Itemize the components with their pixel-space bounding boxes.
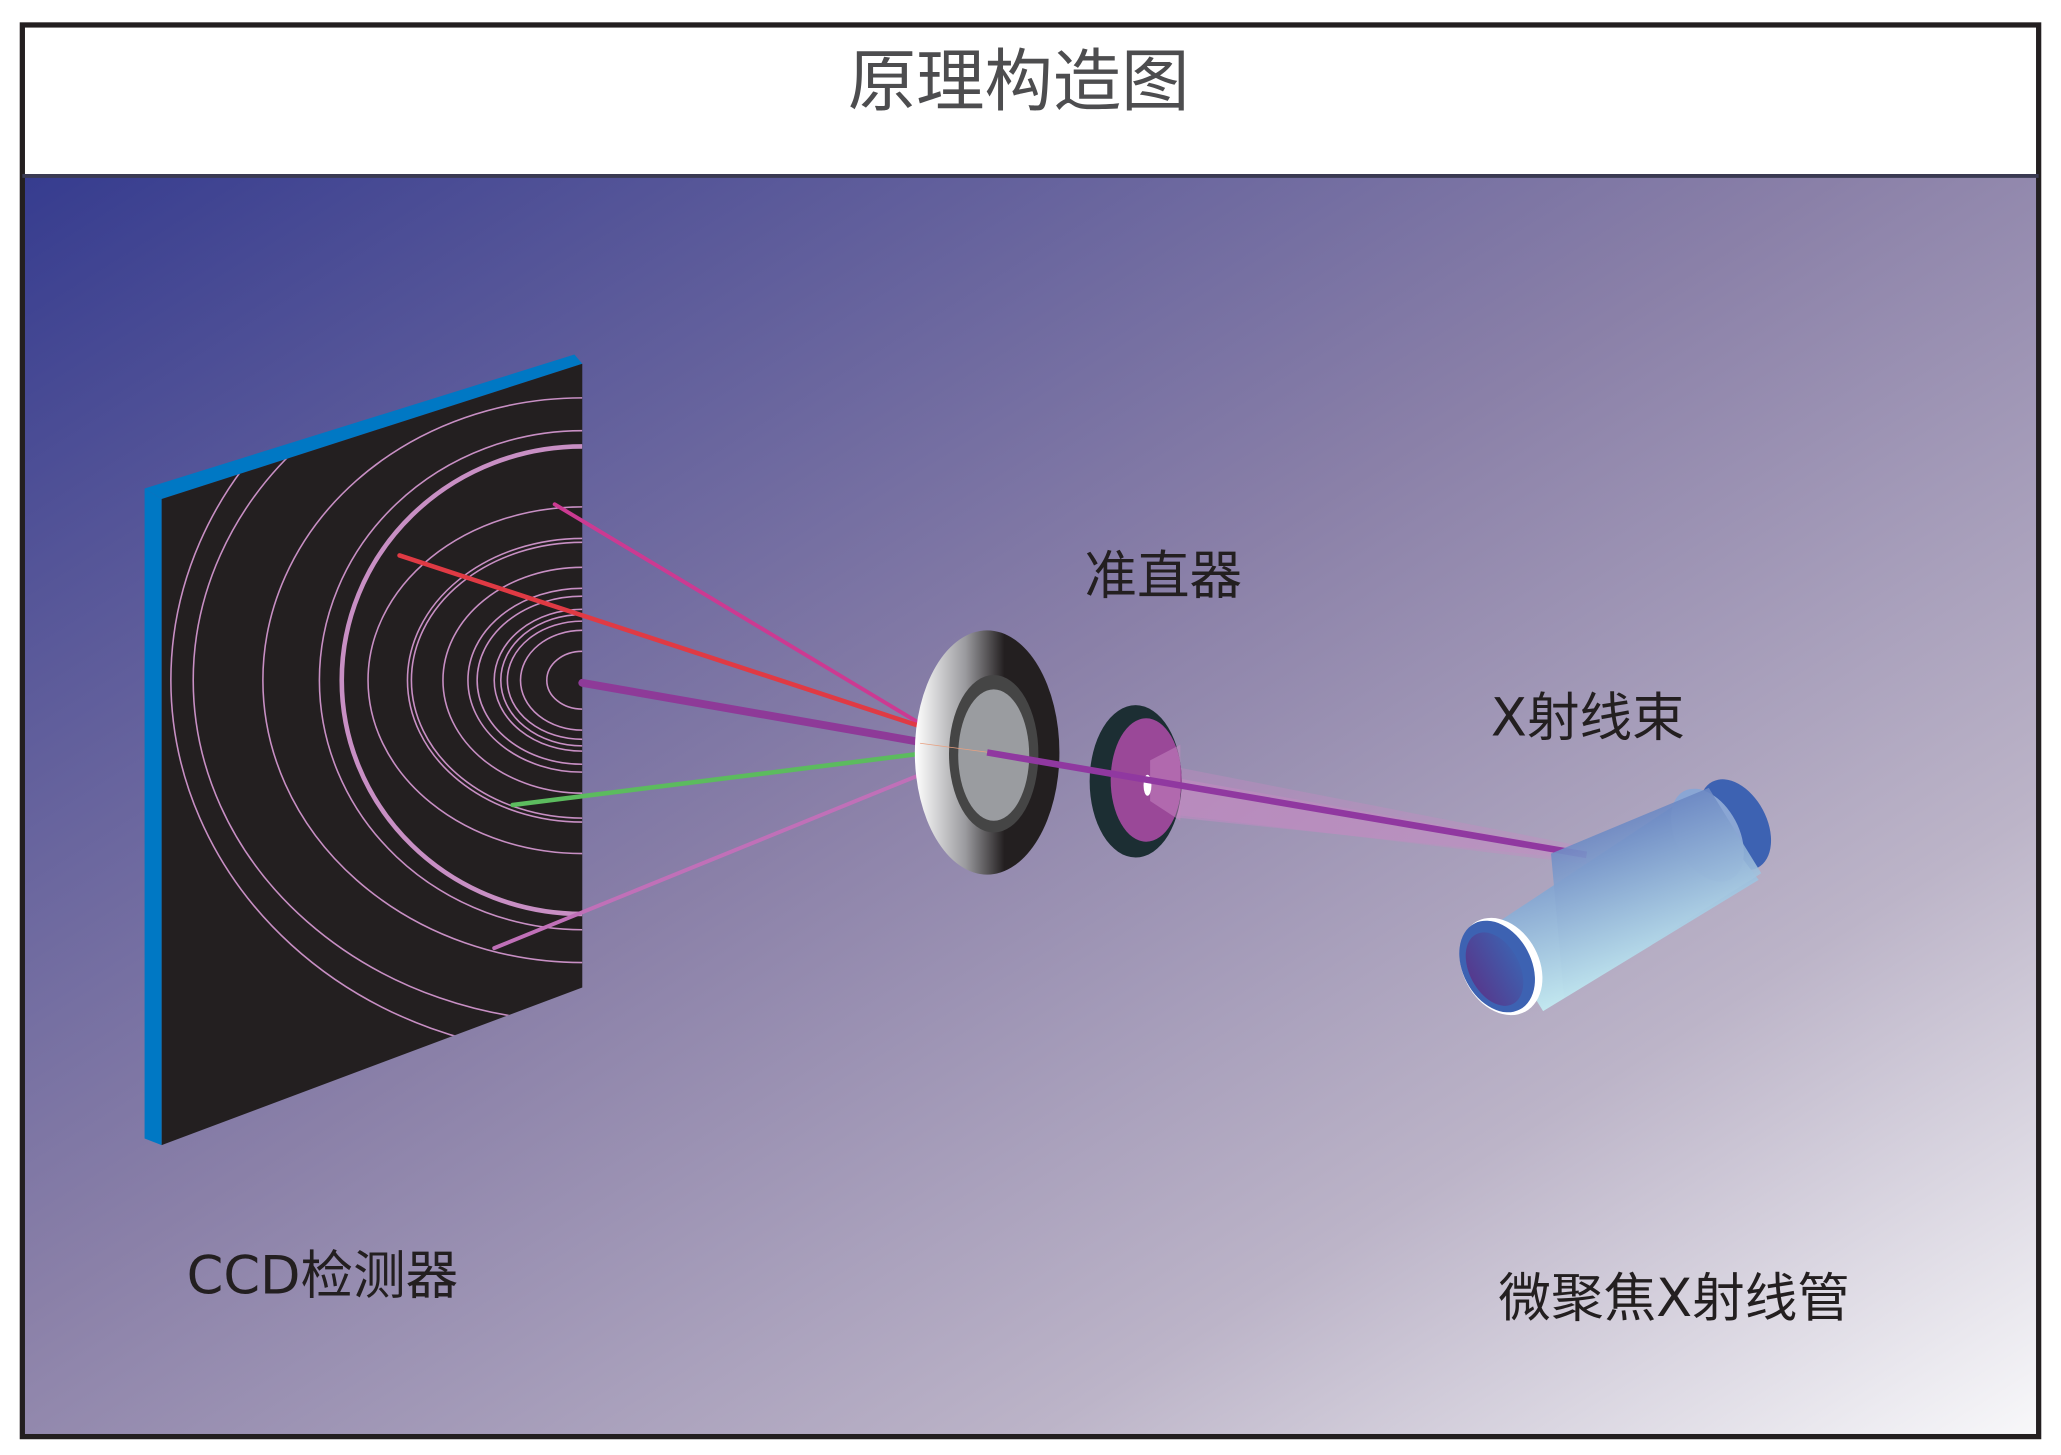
tube-body-shade bbox=[1551, 787, 1762, 999]
ccd-detector bbox=[144, 354, 583, 1146]
collimator-label: 准直器 bbox=[1084, 546, 1242, 607]
frame-border bbox=[19, 22, 2042, 1440]
tube-opening bbox=[1465, 932, 1524, 1006]
ccd-detector-label: CCD检测器 bbox=[187, 1246, 459, 1307]
lens-axis-line bbox=[920, 742, 1000, 755]
header-panel bbox=[22, 24, 2039, 176]
ray-magenta bbox=[552, 502, 923, 726]
xray-tube-label: 微聚焦X射线管 bbox=[1498, 1268, 1849, 1329]
xray-beam-label: X射线束 bbox=[1491, 687, 1685, 748]
diffraction-rings bbox=[170, 363, 583, 1056]
ray-pink bbox=[492, 772, 923, 951]
xray-beam bbox=[986, 749, 1588, 859]
page-title: 原理构造图 bbox=[848, 43, 1190, 122]
collimator-lens bbox=[914, 630, 1060, 875]
detector-face bbox=[161, 363, 583, 1146]
collimator-aperture bbox=[1089, 705, 1182, 858]
diffracted-rays bbox=[397, 502, 925, 951]
detector-side-edge bbox=[144, 488, 162, 1146]
ray-red bbox=[397, 553, 923, 729]
xray-tube bbox=[1459, 779, 1772, 1016]
detector-top-edge bbox=[144, 354, 583, 500]
ray-primary bbox=[578, 678, 925, 746]
ray-green bbox=[510, 751, 923, 808]
